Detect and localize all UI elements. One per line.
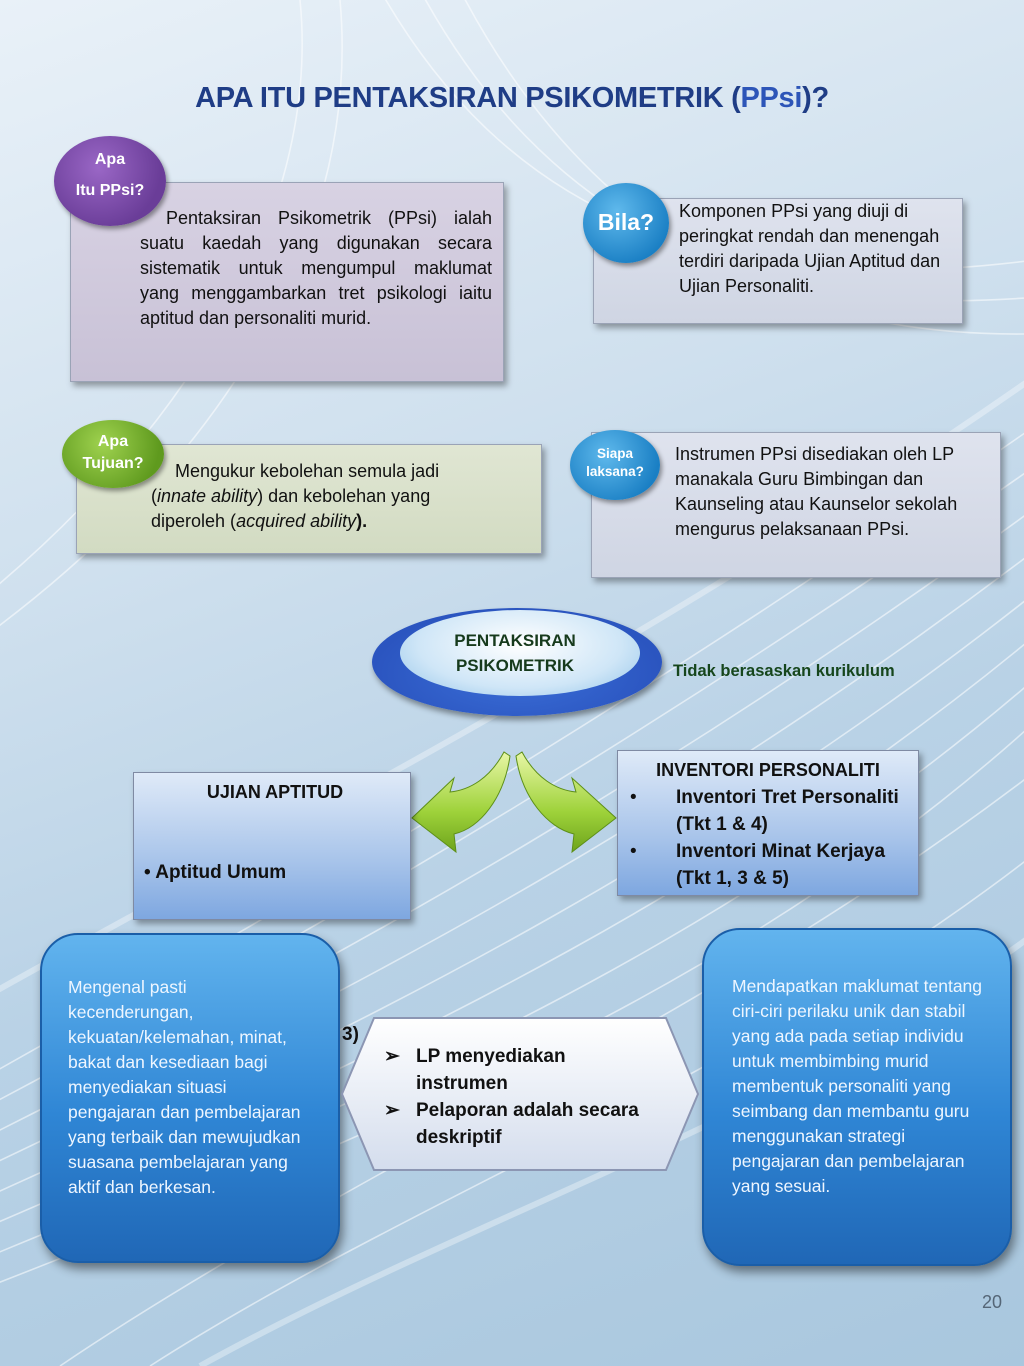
- right-description-box: Mendapatkan maklumat tentang ciri-ciri p…: [702, 928, 1012, 1266]
- center-label-line2: PSIKOMETRIK: [455, 656, 575, 675]
- inventori-item: •Inventori Minat Kerjaya(Tkt 1, 3 & 5): [630, 841, 886, 889]
- ujian-aptitud-heading: UJIAN APTITUD: [206, 782, 344, 802]
- siapa-box: [591, 432, 1001, 578]
- bila-text: Komponen PPsi yang diuji di peringkat re…: [679, 201, 941, 296]
- inventori-item: •Inventori Tret Personaliti(Tkt 1 & 4): [630, 787, 899, 835]
- apa-itu-badge-line2: Itu PPsi?: [75, 182, 145, 199]
- center-label: PENTAKSIRAN PSIKOMETRIK: [400, 628, 630, 678]
- right-arrow-icon: [515, 751, 617, 854]
- tujuan-text: Mengukur kebolehan semula jadi (innate a…: [151, 459, 531, 534]
- ujian-aptitud-box: UJIAN APTITUD • Aptitud Umum (Tahun 3 & …: [133, 772, 411, 1045]
- right-description-text: Mendapatkan maklumat tentang ciri-ciri p…: [732, 976, 983, 1196]
- tujuan-badge-line2: Tujuan?: [82, 455, 144, 472]
- page-title: APA ITU PENTAKSIRAN PSIKOMETRIK (PPsi)?: [195, 82, 829, 114]
- siapa-text: Instrumen PPsi disediakan oleh LP manaka…: [675, 444, 958, 539]
- arrows-graphic: [411, 751, 617, 854]
- inventori-personaliti-box: INVENTORI PERSONALITI •Inventori Tret Pe…: [617, 750, 919, 896]
- aptitud-item: • Aptitud Umum: [144, 862, 287, 883]
- tujuan-line1: Mengukur kebolehan semula jadi: [175, 461, 440, 481]
- siapa-badge-line1: Siapa: [596, 446, 634, 461]
- siapa-badge-line2: laksana?: [586, 464, 644, 479]
- double-arrow-shape: [340, 1017, 700, 1171]
- apa-itu-text: Pentaksiran Psikometrik (PPsi) ialah sua…: [140, 208, 492, 328]
- apa-itu-badge-line1: Apa: [94, 151, 126, 168]
- bila-badge: Bila?: [583, 183, 669, 263]
- inventori-list: •Inventori Tret Personaliti(Tkt 1 & 4) •…: [628, 784, 908, 892]
- siapa-badge: Siapa laksana?: [570, 430, 660, 500]
- inventori-heading: INVENTORI PERSONALITI: [656, 760, 880, 780]
- tujuan-line3: diperoleh (acquired ability).: [151, 511, 368, 531]
- left-description-box: Mengenal pasti kecenderungan, kekuatan/k…: [40, 933, 340, 1263]
- kurikulum-note: Tidak berasaskan kurikulum: [673, 662, 895, 680]
- center-label-line1: PENTAKSIRAN: [454, 631, 576, 650]
- apa-itu-badge: Apa Itu PPsi?: [54, 136, 166, 226]
- left-description-text: Mengenal pasti kecenderungan, kekuatan/k…: [68, 977, 301, 1197]
- tujuan-badge: Apa Tujuan?: [62, 420, 164, 488]
- tujuan-line2: (innate ability) dan kebolehan yang: [151, 486, 431, 506]
- left-arrow-icon: [411, 751, 511, 854]
- tujuan-badge-line1: Apa: [97, 433, 129, 450]
- center-ellipse-inner: [400, 610, 640, 696]
- page-number: 20: [981, 1292, 1002, 1312]
